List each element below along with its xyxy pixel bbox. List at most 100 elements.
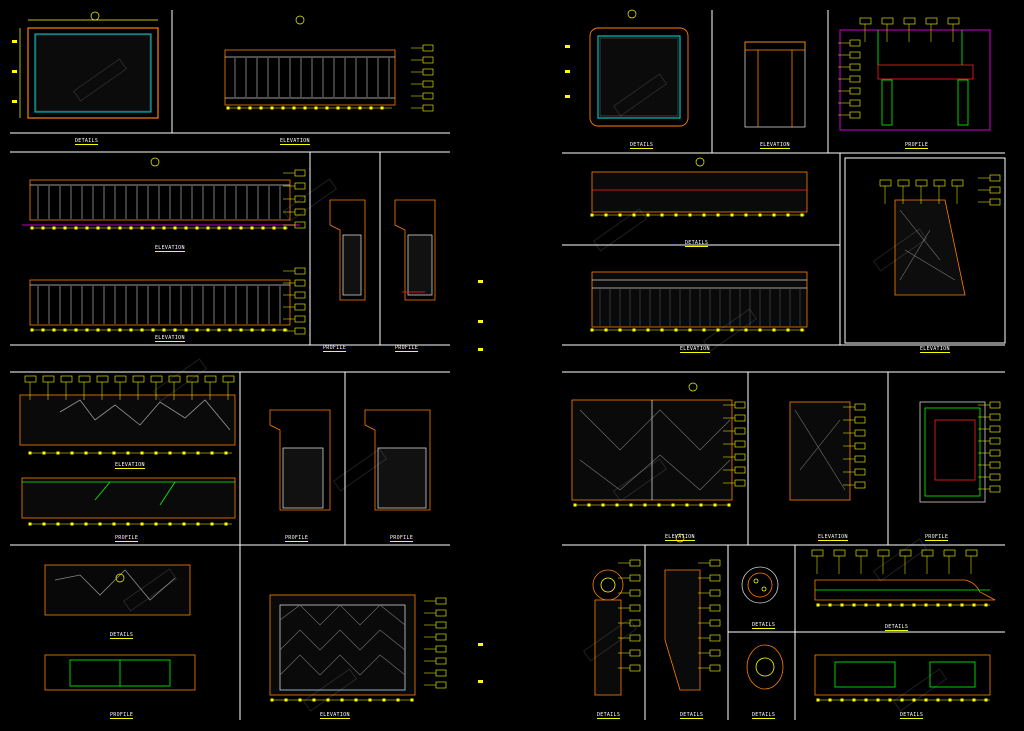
- drawing-elevation-wardrobe: [269, 594, 416, 696]
- caption-details-7: DETAILS: [752, 622, 776, 629]
- marker-dot: [478, 680, 483, 683]
- dimension-tick: [840, 603, 844, 607]
- dimension-tick: [936, 603, 940, 607]
- watermark-mark: [872, 538, 928, 582]
- dimension-tick: [298, 698, 302, 702]
- annotation-tag: [989, 461, 1001, 469]
- dimension-tick: [63, 226, 67, 230]
- annotation-tag: [24, 375, 37, 383]
- annotation-tag: [422, 80, 434, 88]
- watermark-mark: [122, 568, 178, 612]
- annotation-tag: [854, 442, 866, 450]
- annotation-tag: [989, 449, 1001, 457]
- drawing-plan-3: [589, 27, 689, 127]
- dimension-tick: [347, 106, 351, 110]
- dimension-tick: [239, 226, 243, 230]
- dimension-tick: [112, 451, 116, 455]
- annotation-tag: [989, 437, 1001, 445]
- annotation-tag: [854, 403, 866, 411]
- dimension-tick: [688, 213, 692, 217]
- dimension-tick: [63, 328, 67, 332]
- drawing-elevation-4: [894, 199, 966, 296]
- dimension-tick: [162, 328, 166, 332]
- dimension-tick: [657, 503, 661, 507]
- dimension-tick: [618, 213, 622, 217]
- annotation-tag: [294, 279, 306, 287]
- drawing-profile-5: [44, 654, 196, 691]
- dimension-tick: [960, 698, 964, 702]
- drawing-profile-4: [364, 409, 431, 511]
- annotation-tag: [734, 466, 746, 474]
- dimension-tick: [283, 328, 287, 332]
- dimension-tick: [852, 603, 856, 607]
- dimension-tick: [226, 106, 230, 110]
- dimension-tick: [396, 698, 400, 702]
- dimension-tick: [41, 328, 45, 332]
- dimension-tick: [632, 328, 636, 332]
- dimension-tick: [30, 226, 34, 230]
- dimension-tick: [70, 451, 74, 455]
- marker-dot: [478, 280, 483, 283]
- annotation-tag: [709, 634, 721, 642]
- dimension-tick: [30, 328, 34, 332]
- dimension-tick: [685, 503, 689, 507]
- caption-elevation-10: ELEVATION: [818, 534, 848, 541]
- caption-details-6: DETAILS: [680, 712, 704, 719]
- annotation-tag: [849, 111, 861, 119]
- dimension-tick: [618, 328, 622, 332]
- dimension-tick: [984, 698, 988, 702]
- annotation-tag: [854, 468, 866, 476]
- caption-elevation-2: ELEVATION: [155, 245, 185, 252]
- drawing-profile-1: [329, 199, 366, 301]
- dimension-tick: [380, 106, 384, 110]
- caption-profile-4: PROFILE: [285, 535, 309, 542]
- dimension-tick: [70, 522, 74, 526]
- dimension-tick: [713, 503, 717, 507]
- drawing-detail-column-2: [664, 569, 701, 691]
- dimension-tick: [772, 213, 776, 217]
- dimension-tick: [126, 451, 130, 455]
- marker-dot: [12, 70, 17, 73]
- dimension-tick: [74, 328, 78, 332]
- dimension-tick: [107, 328, 111, 332]
- annotation-tag: [435, 645, 447, 653]
- dimension-tick: [864, 603, 868, 607]
- caption-elevation-1: ELEVATION: [280, 138, 310, 145]
- dimension-tick: [52, 226, 56, 230]
- annotation-tag: [849, 75, 861, 83]
- dimension-tick: [228, 226, 232, 230]
- drawing-detail-round-2: [746, 644, 784, 690]
- dimension-tick: [912, 603, 916, 607]
- dimension-tick: [702, 213, 706, 217]
- drawing-profile-cabinet: [21, 477, 236, 519]
- dimension-tick: [217, 328, 221, 332]
- dimension-tick: [828, 698, 832, 702]
- caption-profile-1: PROFILE: [323, 345, 347, 352]
- annotation-tag: [204, 375, 217, 383]
- section-symbol: [695, 157, 705, 167]
- dimension-tick: [369, 106, 373, 110]
- annotation-tag: [854, 416, 866, 424]
- annotation-tag: [925, 17, 938, 25]
- drawing-elevation-1: [224, 49, 396, 106]
- dimension-tick: [56, 451, 60, 455]
- dimension-tick: [660, 213, 664, 217]
- dimension-tick: [168, 451, 172, 455]
- dimension-tick: [888, 698, 892, 702]
- annotation-tag: [933, 179, 946, 187]
- dimension-tick: [354, 698, 358, 702]
- caption-elevation-5: ELEVATION: [320, 712, 350, 719]
- annotation-tag: [709, 604, 721, 612]
- dimension-tick: [85, 226, 89, 230]
- annotation-tag: [965, 549, 978, 557]
- watermark-mark: [892, 668, 948, 712]
- caption-details-9: DETAILS: [752, 712, 776, 719]
- annotation-tag: [60, 375, 73, 383]
- annotation-tag: [734, 414, 746, 422]
- dimension-tick: [828, 603, 832, 607]
- dimension-tick: [162, 226, 166, 230]
- dimension-tick: [292, 106, 296, 110]
- annotation-tag: [989, 413, 1001, 421]
- annotation-tag: [877, 549, 890, 557]
- dimension-tick: [140, 451, 144, 455]
